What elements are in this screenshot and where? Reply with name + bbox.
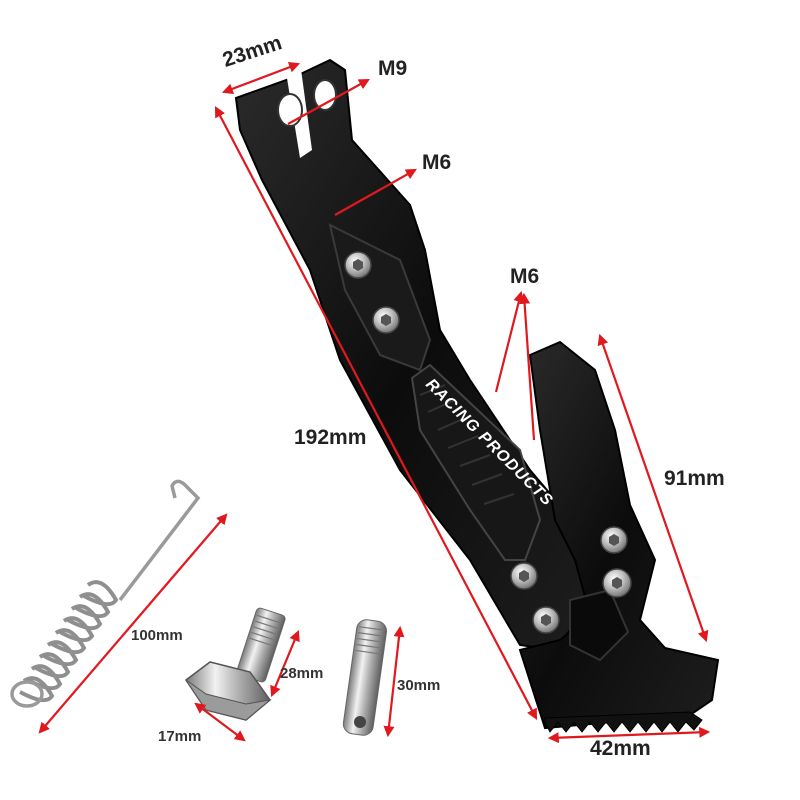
spring-length-label: 100mm bbox=[131, 627, 183, 644]
thread-top-label: M9 bbox=[378, 57, 408, 80]
foot-length-label: 91mm bbox=[664, 467, 725, 490]
thread-mid-label: M6 bbox=[422, 151, 452, 174]
bolt-head-label: 17mm bbox=[158, 728, 202, 745]
dimension-arrows bbox=[38, 61, 711, 744]
total-length-label: 192mm bbox=[294, 426, 367, 449]
pin bbox=[342, 619, 387, 736]
thread-foot-label: M6 bbox=[510, 265, 540, 288]
bolt bbox=[184, 607, 286, 721]
pin-length-label: 30mm bbox=[397, 677, 441, 694]
bolt-length-label: 28mm bbox=[280, 665, 324, 682]
spring bbox=[10, 479, 201, 708]
foot-width-label: 42mm bbox=[590, 737, 651, 760]
